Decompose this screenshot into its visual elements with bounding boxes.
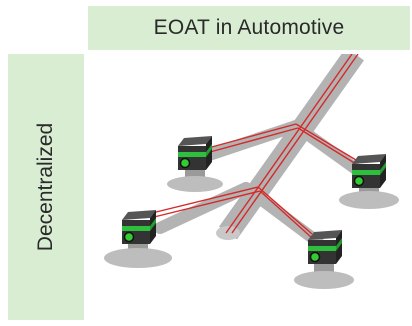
row-header-label: Decentralized: [34, 122, 57, 252]
column-header: EOAT in Automotive: [88, 6, 410, 50]
valve-module: [351, 153, 387, 189]
row-header: [8, 54, 84, 320]
valve-module: [307, 229, 343, 265]
suction-cup: [104, 240, 172, 268]
eoat-illustration: [88, 54, 410, 320]
suction-cup: [294, 262, 354, 289]
column-header-title: EOAT in Automotive: [153, 16, 345, 39]
valve-module: [121, 209, 157, 245]
suction-cup: [167, 168, 223, 192]
valve-module: [177, 135, 213, 171]
